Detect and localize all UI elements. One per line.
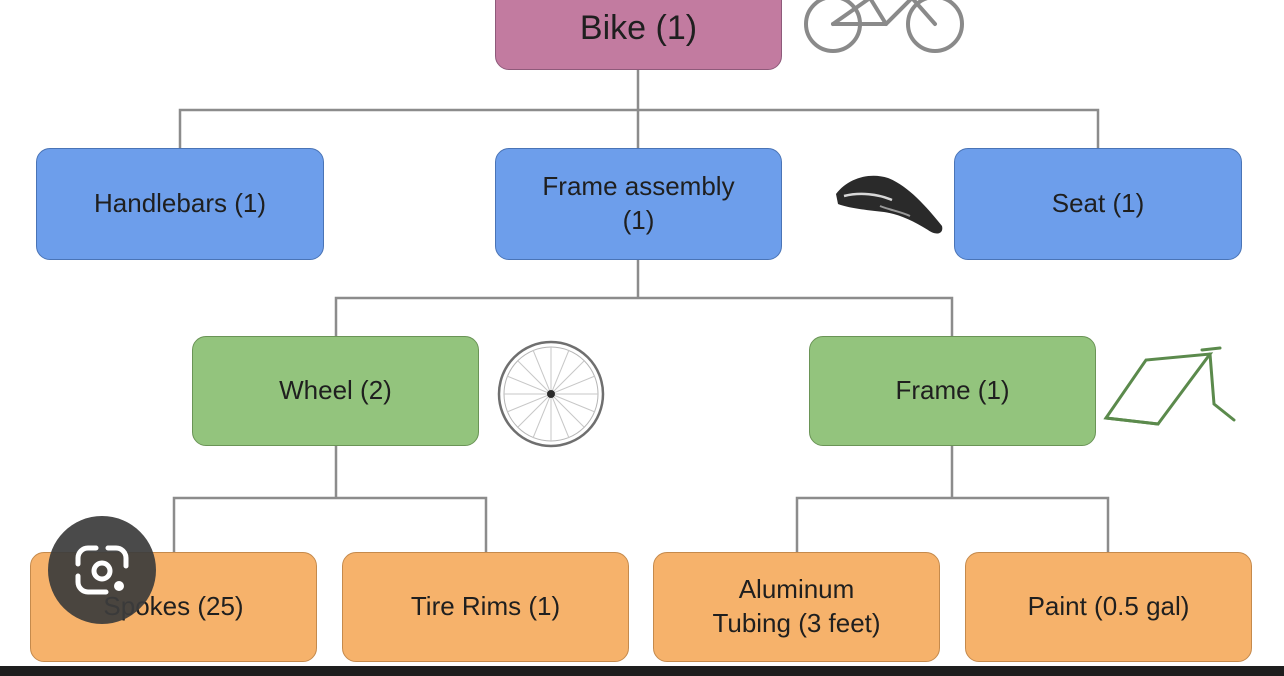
google-lens-button[interactable] [48,516,156,624]
node-wheel-label: Wheel (2) [279,375,392,406]
node-handlebars-label: Handlebars (1) [94,188,266,219]
node-aluminum-tubing-label: Aluminum Tubing (3 feet) [712,574,881,638]
node-bike: Bike (1) [495,0,782,70]
bike-seat-icon [836,175,943,234]
node-frame-label: Frame (1) [895,375,1010,406]
wheel-icon [497,340,605,448]
node-paint-label: Paint (0.5 gal) [1027,591,1190,622]
node-aluminum-tubing: Aluminum Tubing (3 feet) [653,552,940,662]
node-frame: Frame (1) [809,336,1096,446]
node-tire-rims: Tire Rims (1) [342,552,629,662]
node-bike-label: Bike (1) [579,8,698,47]
node-handlebars: Handlebars (1) [36,148,324,260]
node-paint: Paint (0.5 gal) [965,552,1252,662]
google-lens-icon [75,545,129,595]
node-frame-assembly-label: Frame assembly (1) [542,171,735,235]
bike-frame-icon [1103,346,1236,426]
node-tire-rims-label: Tire Rims (1) [410,591,561,622]
node-frame-assembly: Frame assembly (1) [495,148,782,260]
node-seat-label: Seat (1) [1051,188,1145,219]
bottom-bar [0,666,1284,676]
bicycle-icon [804,0,964,53]
node-seat: Seat (1) [954,148,1242,260]
node-wheel: Wheel (2) [192,336,479,446]
